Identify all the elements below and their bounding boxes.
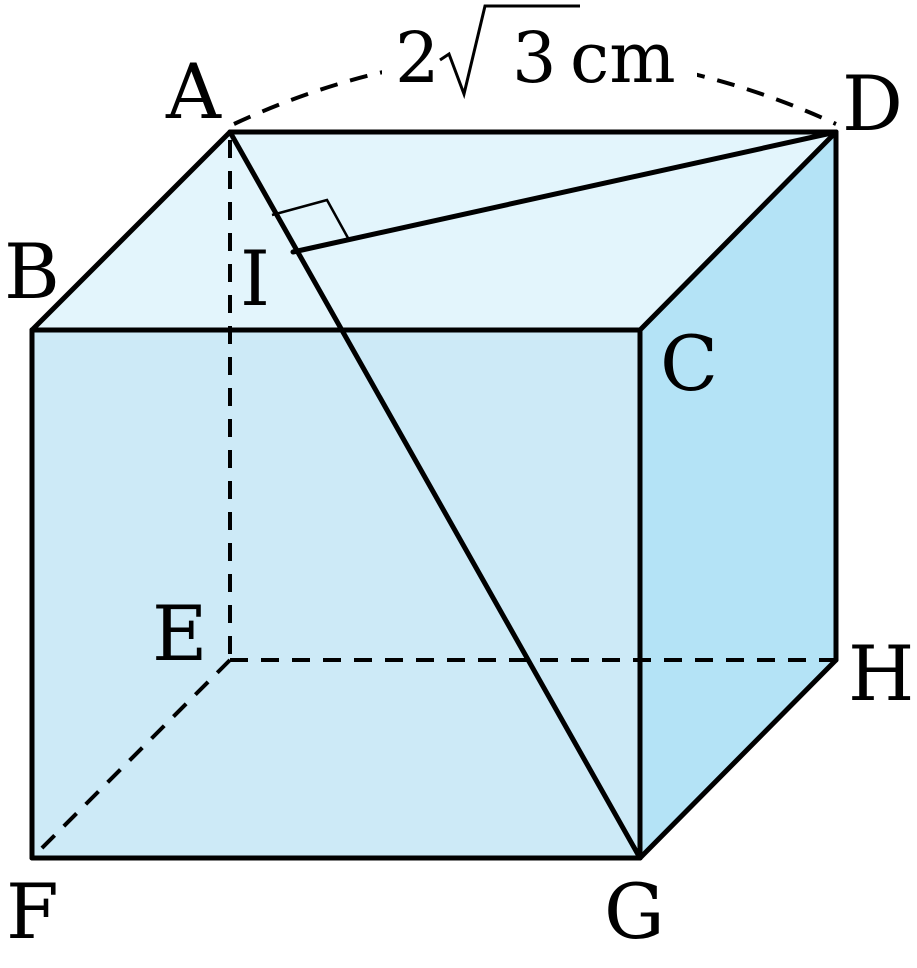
edge-cd bbox=[637, 129, 839, 333]
vertex-label-e: E bbox=[152, 589, 207, 678]
right-face bbox=[640, 132, 836, 858]
dimension-label-background bbox=[382, 10, 697, 98]
vertex-label-a: A bbox=[165, 47, 222, 136]
vertex-label-g: G bbox=[604, 867, 665, 956]
vertex-label-b: B bbox=[4, 227, 60, 316]
front-face bbox=[32, 330, 640, 858]
dimension-unit: cm bbox=[570, 17, 676, 99]
segment-di bbox=[290, 129, 839, 255]
dimension-label: 2 3 cm bbox=[382, 4, 697, 100]
dimension-coefficient: 2 bbox=[395, 17, 440, 99]
vertex-label-h: H bbox=[848, 629, 914, 718]
edge-gh bbox=[637, 657, 839, 861]
vertex-label-d: D bbox=[842, 59, 903, 148]
top-face bbox=[32, 132, 836, 330]
vertex-label-c: C bbox=[660, 319, 718, 408]
edge-ab bbox=[29, 129, 233, 333]
vertex-label-f: F bbox=[6, 867, 59, 956]
vertex-label-i: I bbox=[240, 234, 270, 323]
dimension-radicand: 3 bbox=[512, 17, 557, 99]
radical-sign bbox=[439, 4, 580, 100]
edge-ef-hidden bbox=[30, 658, 232, 860]
right-angle-marker bbox=[271, 198, 350, 239]
